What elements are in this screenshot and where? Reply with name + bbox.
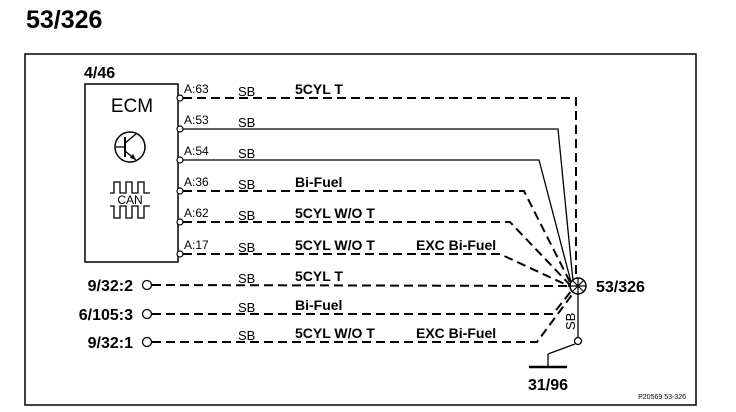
ground-ref: 31/96 xyxy=(528,377,568,394)
ecm-pin-label: A:17 xyxy=(184,238,209,252)
ecm-pin-label: A:62 xyxy=(184,206,209,220)
wire-label: Bi-Fuel xyxy=(295,174,342,190)
ecm-pin-terminal xyxy=(176,187,184,195)
ecm-pin-terminal xyxy=(176,125,184,133)
ecm-pin-terminal xyxy=(176,156,184,164)
wire-color: SB xyxy=(238,115,255,130)
wire-color: SB xyxy=(238,240,255,255)
figure-ref: P20569 53-326 xyxy=(638,394,686,401)
ecm-pin-terminal xyxy=(176,218,184,226)
ecm-name: ECM xyxy=(111,96,153,117)
ecm-ref: 4/46 xyxy=(84,65,115,82)
wire-label: 5CYL T xyxy=(295,268,343,284)
diagram-frame xyxy=(24,53,697,406)
wire-group xyxy=(151,97,577,343)
ecm-wire-a-63 xyxy=(183,97,577,280)
ecm-pin-terminal xyxy=(176,94,184,102)
ecm-wire-a-36 xyxy=(183,190,572,285)
can-signal-icon xyxy=(110,181,150,219)
wire-color: SB xyxy=(238,177,255,192)
external-connector-ref: 9/32:1 xyxy=(88,335,133,352)
external-connector-ref: 6/105:3 xyxy=(79,307,133,324)
ground-terminal-top xyxy=(573,336,583,346)
ecm-pin-label: A:53 xyxy=(184,113,209,127)
can-label: CAN xyxy=(117,193,142,207)
ecm-pin-label: A:63 xyxy=(184,82,209,96)
wire-color: SB xyxy=(238,300,255,315)
wire-label: 5CYL T xyxy=(295,81,343,97)
wire-color: SB xyxy=(238,146,255,161)
wire-color: SB xyxy=(238,84,255,99)
ecm-wire-a-54 xyxy=(183,159,572,283)
external-connector-terminal xyxy=(141,308,153,320)
wire-color: SB xyxy=(238,328,255,343)
diagram-title: 53/326 xyxy=(26,6,102,34)
splice-icon xyxy=(569,277,587,295)
wire-label: 5CYL W/O T xyxy=(295,325,375,341)
ecm-wire-a-62 xyxy=(183,221,571,286)
wire-label: Bi-Fuel xyxy=(295,297,342,313)
splice-ref: 53/326 xyxy=(596,279,645,296)
external-connector-terminal xyxy=(141,279,153,291)
wire-label-secondary: EXC Bi-Fuel xyxy=(416,325,496,341)
ecm-wire-a-17 xyxy=(183,253,572,288)
ecm-pin-label: A:54 xyxy=(184,144,209,158)
external-connector-ref: 9/32:2 xyxy=(88,278,133,295)
external-wire xyxy=(152,289,573,315)
external-connector-terminal xyxy=(141,336,153,348)
ground-strap xyxy=(547,343,576,355)
ground-wire-color: SB xyxy=(563,313,578,330)
external-wire xyxy=(152,291,575,343)
ecm-box xyxy=(84,83,179,263)
wire-color: SB xyxy=(238,208,255,223)
ecm-pin-label: A:36 xyxy=(184,175,209,189)
external-wire xyxy=(151,284,571,287)
wire-label: 5CYL W/O T xyxy=(295,205,375,221)
ecm-wire-a-53 xyxy=(183,128,574,282)
wire-color: SB xyxy=(238,271,255,286)
transistor-icon xyxy=(114,131,146,163)
ecm-pin-terminal xyxy=(176,250,184,258)
wire-label-secondary: EXC Bi-Fuel xyxy=(416,237,496,253)
wire-label: 5CYL W/O T xyxy=(295,237,375,253)
